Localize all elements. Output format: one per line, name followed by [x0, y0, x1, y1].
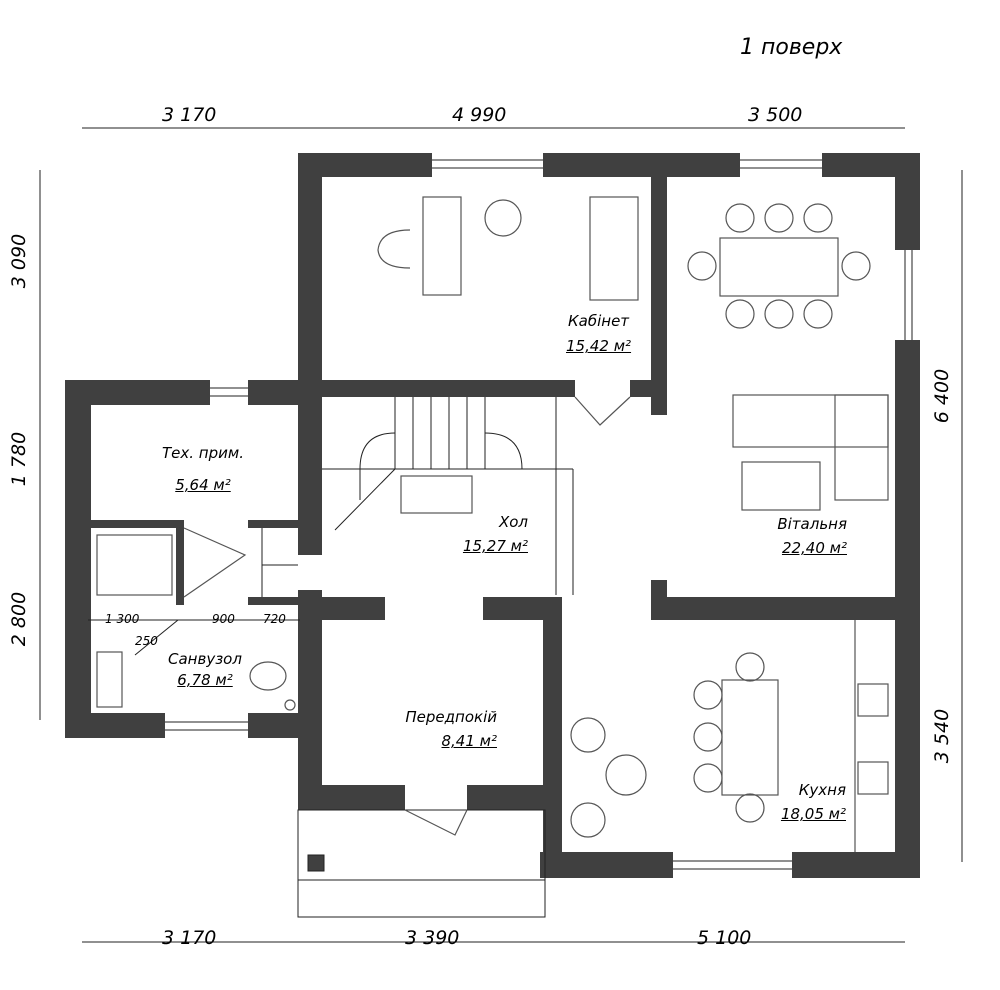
dim-left-2: 1 780	[8, 431, 31, 487]
room-name: Кабінет	[568, 312, 630, 330]
room-area: 15,27 м²	[462, 537, 528, 555]
room-area: 5,64 м²	[175, 476, 231, 494]
room-label-hall: Хол 15,27 м²	[458, 513, 528, 555]
dim-right-1: 6 400	[931, 368, 954, 424]
dim-bath-3: 720	[263, 612, 286, 626]
dim-bath-2: 900	[212, 612, 235, 626]
dim-top-2: 4 990	[452, 104, 507, 126]
staircase	[261, 397, 574, 597]
porch	[297, 809, 546, 918]
dim-top-1: 3 170	[162, 104, 217, 126]
walls	[65, 153, 920, 878]
room-area: 6,78 м²	[177, 671, 233, 689]
room-name: Кухня	[798, 781, 846, 799]
room-label-kitchen: Кухня 18,05 м²	[778, 781, 846, 823]
dim-bath-1: 1 300	[105, 612, 140, 626]
room-area: 18,05 м²	[780, 805, 846, 823]
room-label-entrance: Передпокій 8,41 м²	[405, 708, 497, 750]
room-label-living: Вітальня 22,40 м²	[772, 515, 847, 557]
room-label-tech: Тех. прим. 5,64 м²	[162, 444, 244, 494]
dimension-lines	[39, 127, 963, 943]
dim-right-2: 3 540	[931, 708, 954, 764]
dim-bottom-1: 3 170	[162, 927, 217, 949]
room-label-bathroom: Санвузол 6,78 м²	[168, 650, 242, 689]
furniture	[96, 196, 889, 852]
room-area: 15,42 м²	[566, 337, 632, 355]
floor-title: 1 поверх	[740, 35, 843, 60]
room-name: Вітальня	[777, 515, 847, 533]
dim-left-3: 2 800	[8, 591, 31, 647]
dim-top-3: 3 500	[748, 104, 803, 126]
dim-bottom-3: 5 100	[697, 927, 752, 949]
dim-bath-4: 250	[135, 634, 158, 648]
room-label-study: Кабінет 15,42 м²	[566, 312, 631, 355]
room-area: 22,40 м²	[781, 539, 847, 557]
room-name: Хол	[498, 513, 528, 531]
windows	[165, 159, 913, 870]
room-area: 8,41 м²	[441, 732, 498, 750]
room-name: Передпокій	[405, 708, 497, 726]
room-name: Тех. прим.	[162, 444, 244, 462]
dim-left-1: 3 090	[8, 233, 31, 289]
dim-bottom-2: 3 390	[405, 927, 460, 949]
room-name: Санвузол	[168, 650, 242, 668]
